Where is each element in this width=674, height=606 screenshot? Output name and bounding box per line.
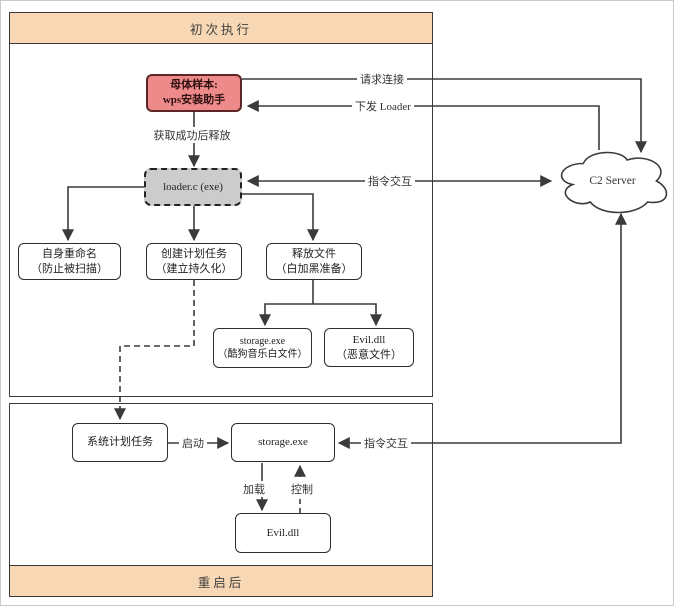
node-self-rename-line1: 自身重命名 bbox=[42, 247, 97, 260]
node-create-task: 创建计划任务 （建立持久化） bbox=[146, 243, 242, 280]
edge-label-load: 加载 bbox=[240, 481, 268, 497]
node-self-rename: 自身重命名 （防止被扫描） bbox=[18, 243, 121, 280]
node-storage-top-line2: （酷狗音乐白文件） bbox=[217, 349, 308, 360]
node-drop-files-line1: 释放文件 bbox=[292, 247, 336, 260]
node-storage-bottom-label: storage.exe bbox=[258, 436, 308, 449]
node-system-task-label: 系统计划任务 bbox=[87, 436, 153, 449]
node-mother-sample-line2: wps安装助手 bbox=[162, 94, 226, 106]
edge-label-deliver: 下发 Loader bbox=[352, 98, 414, 114]
node-drop-files-line2: （白加黑准备） bbox=[275, 262, 353, 275]
node-loader: loader.c (exe) bbox=[144, 168, 242, 206]
edge-label-release: 获取成功后释放 bbox=[150, 127, 234, 143]
node-storage-top-line1: storage.exe bbox=[239, 335, 286, 347]
edge-label-interact-top: 指令交互 bbox=[365, 173, 415, 189]
node-self-rename-line2: （防止被扫描） bbox=[31, 262, 108, 275]
node-drop-files: 释放文件 （白加黑准备） bbox=[266, 243, 362, 280]
node-create-task-line1: 创建计划任务 bbox=[161, 247, 227, 260]
section-after-reboot-header: 重启后 bbox=[10, 565, 432, 596]
node-loader-label: loader.c (exe) bbox=[163, 180, 223, 193]
node-evil-top-line2: （恶意文件） bbox=[336, 348, 402, 361]
section-first-run: 初次执行 bbox=[9, 12, 433, 397]
node-evil-top-line1: Evil.dll bbox=[352, 333, 386, 346]
edge-label-control: 控制 bbox=[288, 481, 316, 497]
section-first-run-title: 初次执行 bbox=[189, 22, 252, 37]
node-storage-bottom: storage.exe bbox=[231, 423, 335, 462]
node-storage-top: storage.exe （酷狗音乐白文件） bbox=[213, 328, 312, 368]
section-after-reboot-title: 重启后 bbox=[197, 575, 245, 590]
node-evil-bottom: Evil.dll bbox=[235, 513, 331, 553]
node-mother-sample: 母体样本: wps安装助手 bbox=[146, 74, 242, 112]
edge-label-request: 请求连接 bbox=[357, 71, 407, 87]
node-create-task-line2: （建立持久化） bbox=[155, 262, 233, 275]
node-mother-sample-line1: 母体样本: bbox=[170, 79, 218, 92]
section-first-run-header: 初次执行 bbox=[10, 13, 432, 44]
node-evil-top: Evil.dll （恶意文件） bbox=[324, 328, 414, 367]
section-after-reboot: 重启后 bbox=[9, 403, 433, 597]
edge-label-interact-bottom: 指令交互 bbox=[361, 435, 411, 451]
edge-label-start: 启动 bbox=[179, 435, 207, 451]
c2-server-label: C2 Server bbox=[589, 175, 636, 187]
node-system-task: 系统计划任务 bbox=[72, 423, 168, 462]
node-evil-bottom-label: Evil.dll bbox=[266, 526, 300, 539]
